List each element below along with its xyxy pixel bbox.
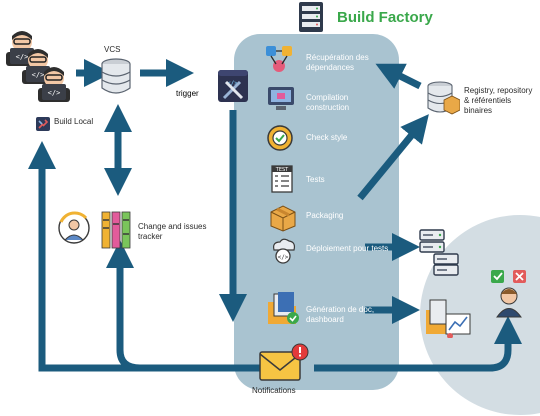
registry-label: Registry, repository & référentiels bina… [464, 86, 533, 115]
server-rack-icon [299, 2, 323, 32]
build-local-label: Build Local [54, 117, 94, 126]
compile-icon [268, 87, 294, 110]
registry-icon [427, 81, 460, 115]
reviewer-avatar [496, 287, 522, 318]
step-label-deploy: Déploiement pour tests [306, 244, 389, 253]
svg-text:</>: </> [16, 53, 29, 61]
tracker-label: Change and issues tracker [138, 222, 207, 241]
svg-text:</>: </> [227, 80, 238, 87]
step-label-compile: Compilation construction [306, 93, 350, 112]
package-icon [270, 205, 296, 232]
approve-reject-icon [491, 270, 526, 283]
dependency-icon [266, 46, 292, 72]
developers-icon: </> </> </> [6, 31, 70, 102]
vcs-label: VCS [104, 45, 121, 54]
gear-check-icon [267, 125, 293, 151]
servers-icon [419, 229, 459, 276]
arrow-notifications-to-devs [28, 141, 262, 372]
tracker-icon [58, 211, 131, 249]
mail-icon [259, 343, 309, 381]
doc-icon [268, 292, 299, 324]
trigger-label: trigger [176, 89, 199, 98]
dashboard-icon [426, 299, 471, 338]
arrow-packaging-to-registry [357, 114, 429, 201]
step-label-checkstyle: Check style [306, 133, 348, 142]
arrow-notifications-to-tracker [106, 240, 141, 372]
svg-text:</>: </> [48, 89, 61, 97]
step-label-doc: Génération de doc, dashboard [306, 305, 375, 324]
arrow-notifications-to-reviewer [314, 316, 522, 372]
build-local-icon [36, 117, 50, 131]
database-icon [101, 58, 131, 94]
step-label-packaging: Packaging [306, 211, 344, 220]
deploy-icon: </> [273, 238, 296, 264]
ide-tools-icon: </> [218, 70, 248, 102]
notifications-label: Notifications [252, 386, 296, 395]
build-factory-title: Build Factory [337, 9, 433, 26]
svg-text:</>: </> [32, 71, 45, 79]
svg-text:</>: </> [278, 254, 289, 261]
test-icon: TEST [271, 165, 293, 193]
arrow-registry-to-dependencies [375, 63, 422, 90]
step-label-tests: Tests [306, 175, 325, 184]
step-label-dependencies: Récupération des dépendances [306, 53, 369, 72]
svg-text:TEST: TEST [275, 167, 289, 173]
